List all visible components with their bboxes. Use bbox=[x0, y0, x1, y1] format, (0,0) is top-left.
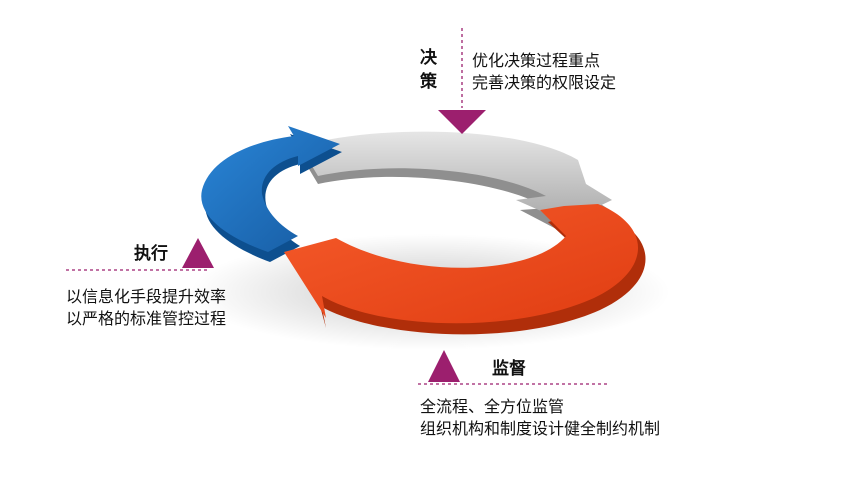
decision-line-1: 优化决策过程重点 bbox=[472, 51, 601, 70]
execution-line-1: 以信息化手段提升效率 bbox=[66, 287, 227, 306]
supervision-triangle-icon bbox=[428, 350, 460, 382]
blue-arrow bbox=[201, 126, 340, 252]
execution-description: 以信息化手段提升效率 以严格的标准管控过程 bbox=[66, 286, 226, 330]
execution-triangle-icon bbox=[182, 238, 214, 268]
orange-arrow bbox=[284, 204, 639, 324]
execution-line-2: 以严格的标准管控过程 bbox=[66, 309, 227, 328]
gray-arrow bbox=[300, 131, 612, 222]
decision-triangle-icon bbox=[438, 110, 486, 134]
decision-title-char-2: 策 bbox=[420, 72, 437, 92]
decision-description: 优化决策过程重点 完善决策的权限设定 bbox=[472, 50, 616, 94]
decision-title: 决 策 bbox=[420, 46, 440, 94]
execution-title: 执行 bbox=[134, 244, 168, 264]
supervision-title: 监督 bbox=[492, 359, 526, 379]
supervision-line-1: 全流程、全方位监管 bbox=[420, 397, 565, 416]
supervision-line-2: 组织机构和制度设计健全制约机制 bbox=[420, 419, 661, 438]
decision-title-char-1: 决 bbox=[420, 48, 437, 68]
decision-line-2: 完善决策的权限设定 bbox=[472, 73, 617, 92]
supervision-description: 全流程、全方位监管 组织机构和制度设计健全制约机制 bbox=[420, 396, 660, 440]
